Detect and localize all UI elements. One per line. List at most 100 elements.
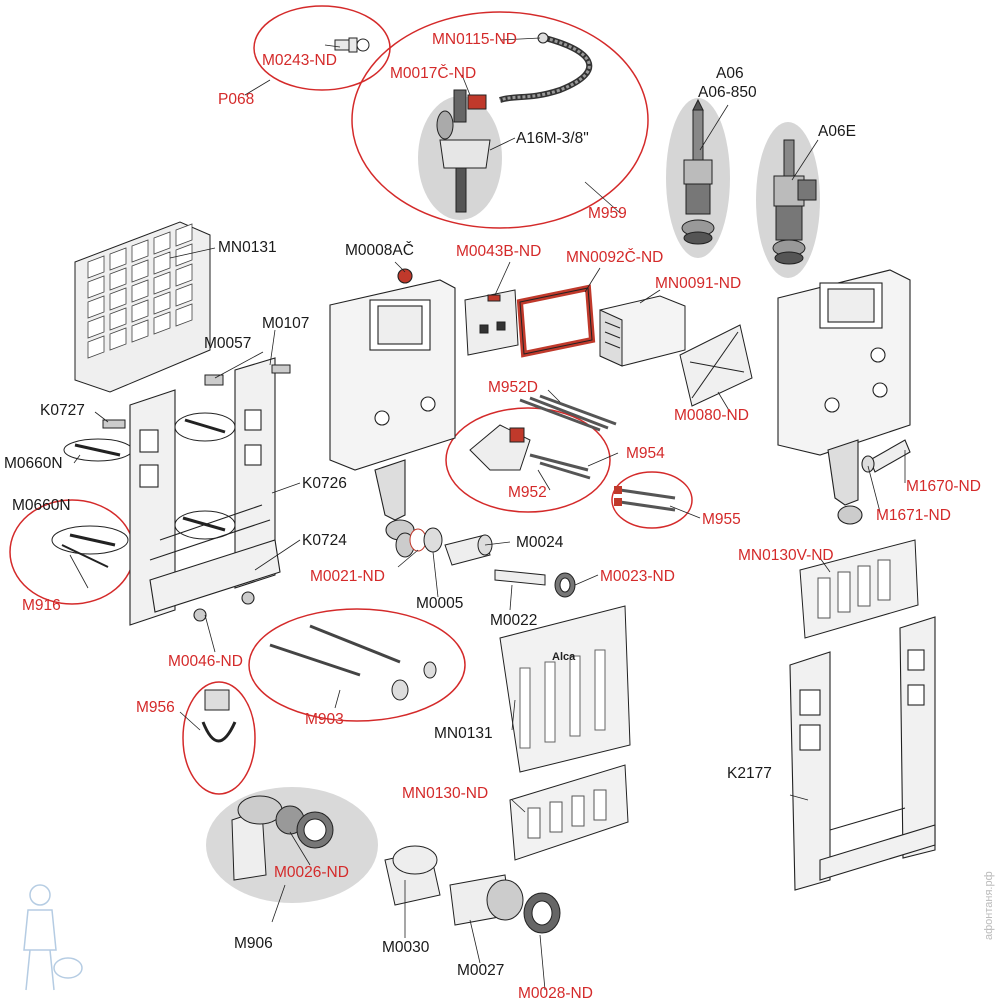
label-a06e: A06E <box>818 123 856 140</box>
screws <box>61 364 291 568</box>
m903-rods <box>269 624 437 701</box>
grid-cell <box>109 267 127 291</box>
grid-cell <box>175 263 193 287</box>
m0243-group-ellipse <box>253 5 391 91</box>
label-a06-850: A06-850 <box>698 84 757 101</box>
grid-cell <box>131 299 149 323</box>
label-m0008ac: M0008AČ <box>345 242 414 259</box>
m956-group-ellipse <box>182 681 256 795</box>
label-m0243: M0243-ND <box>262 52 337 69</box>
m0243-fitting <box>334 37 370 53</box>
label-m0021: M0021-ND <box>310 568 385 585</box>
grid-cell <box>153 231 171 255</box>
grid-cell <box>109 307 127 331</box>
label-m903: M903 <box>305 711 344 728</box>
label-mn0130: MN0130-ND <box>402 785 488 802</box>
label-m0660n-1: M0660N <box>4 455 63 472</box>
grid-cell <box>87 255 105 279</box>
grid-cell <box>175 283 193 307</box>
m955-rods <box>614 486 676 512</box>
a06-flush-valve <box>681 98 715 245</box>
m955-group-ellipse <box>611 471 693 529</box>
label-m0026: M0026-ND <box>274 864 349 881</box>
grid-cell <box>131 319 149 343</box>
m954-mechanism <box>469 424 591 480</box>
label-p068: P068 <box>218 91 254 108</box>
label-mn0130v: MN0130V-ND <box>738 547 834 564</box>
label-k0724: K0724 <box>302 532 347 549</box>
label-m0080: M0080-ND <box>674 407 749 424</box>
label-m0023: M0023-ND <box>600 568 675 585</box>
grid-cell <box>131 259 149 283</box>
grid-cell <box>175 223 193 247</box>
label-k0727: K0727 <box>40 402 85 419</box>
alca-logo: Alca <box>552 651 576 663</box>
group-outlines <box>9 5 693 795</box>
cistern-center <box>329 268 456 541</box>
k2177-frame <box>789 616 936 891</box>
grid-cell <box>87 315 105 339</box>
grid-cell <box>153 251 171 275</box>
label-m0046: M0046-ND <box>168 653 243 670</box>
cistern-right <box>777 269 911 525</box>
m906-highlight <box>206 787 378 903</box>
m956-clamp <box>201 689 237 743</box>
label-m0043b: M0043B-ND <box>456 243 541 260</box>
grid-cell <box>87 295 105 319</box>
m0043b-plate <box>464 289 519 356</box>
grid-cell <box>109 327 127 351</box>
grid-cell <box>153 291 171 315</box>
m952d-rods <box>519 394 617 432</box>
m0080-tray <box>679 324 753 407</box>
label-m955: M955 <box>702 511 741 528</box>
grid-cell <box>153 311 171 335</box>
mn0131-bottom-panel <box>499 605 631 773</box>
grid-cell <box>175 303 193 327</box>
label-mn0131-top: MN0131 <box>218 239 277 256</box>
a06e-flush-valve <box>772 139 817 265</box>
pipes-bottom <box>384 845 561 934</box>
label-m0027: M0027 <box>457 962 504 979</box>
label-m0005: M0005 <box>416 595 463 612</box>
label-m0017c: M0017Č-ND <box>390 65 476 82</box>
plumber-mascot-icon <box>23 884 83 991</box>
label-m0030: M0030 <box>382 939 430 956</box>
grid-cell <box>87 275 105 299</box>
label-m0660n-2: M0660N <box>12 497 71 514</box>
label-m906: M906 <box>234 935 273 952</box>
label-m1671: M1671-ND <box>876 507 951 524</box>
grid-cell <box>109 247 127 271</box>
label-mn0092c: MN0092Č-ND <box>566 249 663 266</box>
label-m916: M916 <box>22 597 61 614</box>
label-a16m: A16M-3/8" <box>516 130 589 147</box>
label-m952: M952 <box>508 484 547 501</box>
label-m0022: M0022 <box>490 612 537 629</box>
label-m954: M954 <box>626 445 665 462</box>
grid-cell <box>131 279 149 303</box>
label-m1670: M1670-ND <box>906 478 981 495</box>
a16m-fill-valve <box>436 89 491 213</box>
m959-group-ellipse <box>351 11 649 229</box>
grid-cell <box>87 335 105 359</box>
m954-group-ellipse <box>445 407 611 513</box>
label-k2177: K2177 <box>727 765 772 782</box>
mn0092c-frame <box>516 284 596 358</box>
watermark-text: афонтаня.рф <box>983 871 995 940</box>
mn0091-box <box>599 295 686 367</box>
grid-cell <box>131 239 149 263</box>
label-m0107: M0107 <box>262 315 309 332</box>
m903-group-ellipse <box>248 608 466 722</box>
label-k0726: K0726 <box>302 475 347 492</box>
label-m0024: M0024 <box>516 534 564 551</box>
label-mn0091: MN0091-ND <box>655 275 741 292</box>
label-m952d: M952D <box>488 379 538 396</box>
label-m956: M956 <box>136 699 175 716</box>
mn0130v-panel <box>799 539 919 639</box>
label-mn0131-bottom: MN0131 <box>434 725 493 742</box>
k0726-frame <box>129 357 281 626</box>
label-m0028: M0028-ND <box>518 985 593 1000</box>
label-m0057: M0057 <box>204 335 251 352</box>
grid-cell <box>109 287 127 311</box>
